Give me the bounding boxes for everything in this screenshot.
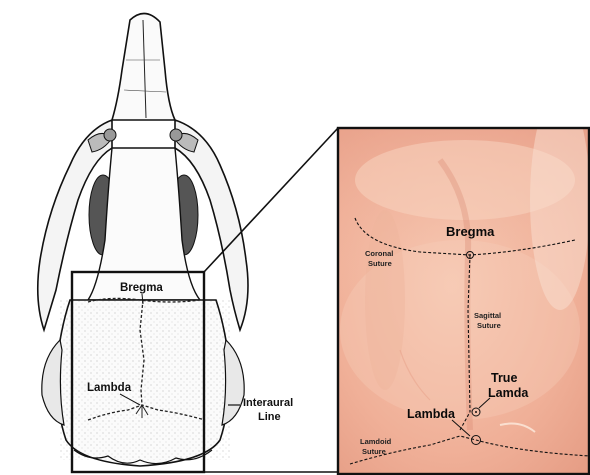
photo-label-true-lambda-1: True (491, 371, 517, 385)
photo-label-coronal-2: Suture (368, 259, 392, 268)
photo-label-sagittal-1: Sagittal (474, 311, 501, 320)
skull-label-bregma: Bregma (120, 282, 163, 294)
skull-label-interaural-line-1: Interaural (243, 397, 293, 409)
photo-label-coronal-1: Coronal (365, 249, 393, 258)
skull-label-lambda: Lambda (87, 382, 132, 394)
photo-label-sagittal-2: Suture (477, 321, 501, 330)
skull-drawing (38, 13, 248, 466)
photo-label-lambdoid-1: Lamdoid (360, 437, 392, 446)
photo-panel: Bregma Coronal Suture Sagittal Suture Tr… (338, 90, 590, 475)
photo-label-lambdoid-2: Suture (362, 447, 386, 456)
photo-label-true-lambda-2: Lamda (488, 386, 529, 400)
photo-label-bregma: Bregma (446, 224, 495, 239)
photo-label-lambda: Lambda (407, 407, 456, 421)
skull-label-interaural-line-2: Line (258, 411, 281, 423)
